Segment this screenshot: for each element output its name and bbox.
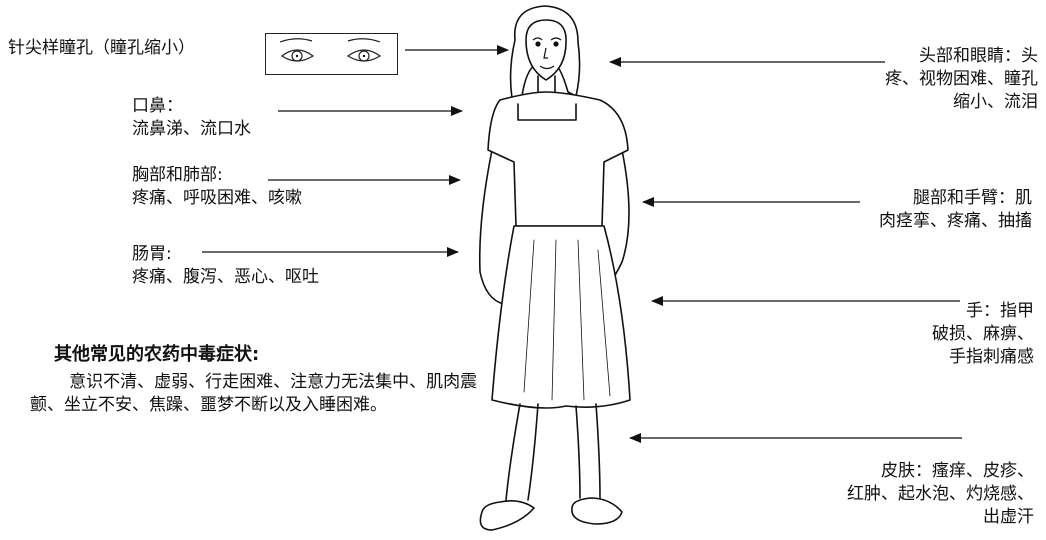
label-stomach: 肠胃: 疼痛、腹泻、恶心、呕吐 bbox=[132, 244, 319, 287]
label-head-eyes: 头部和眼睛：头 疼、视物困难、瞳孔 缩小、流泪 bbox=[885, 46, 1038, 112]
label-nose-mouth: 口鼻： 流鼻涕、流口水 bbox=[132, 96, 251, 139]
label-legs-arms: 腿部和手臂：肌 肉痉挛、疼痛、抽搐 bbox=[879, 188, 1032, 231]
other-symptoms-text: 意识不清、虚弱、行走困难、注意力无法集中、肌肉震颤、坐立不安、焦躁、噩梦不断以及… bbox=[30, 372, 478, 415]
label-pupils: 针尖样瞳孔（瞳孔缩小） bbox=[8, 38, 195, 58]
label-skin: 皮肤：瘙痒、皮疹、 红肿、起水泡、灼烧感、 出虚汗 bbox=[847, 461, 1034, 527]
eyes-icon bbox=[279, 38, 382, 62]
pinpoint-pupils-eyes-illustration bbox=[265, 33, 398, 75]
label-chest-lungs: 胸部和肺部: 疼痛、呼吸困难、咳嗽 bbox=[132, 165, 302, 208]
label-hands: 手：指甲 破损、麻痹、 手指刺痛感 bbox=[932, 301, 1034, 367]
other-symptoms-title: 其他常见的农药中毒症状: bbox=[54, 344, 260, 365]
